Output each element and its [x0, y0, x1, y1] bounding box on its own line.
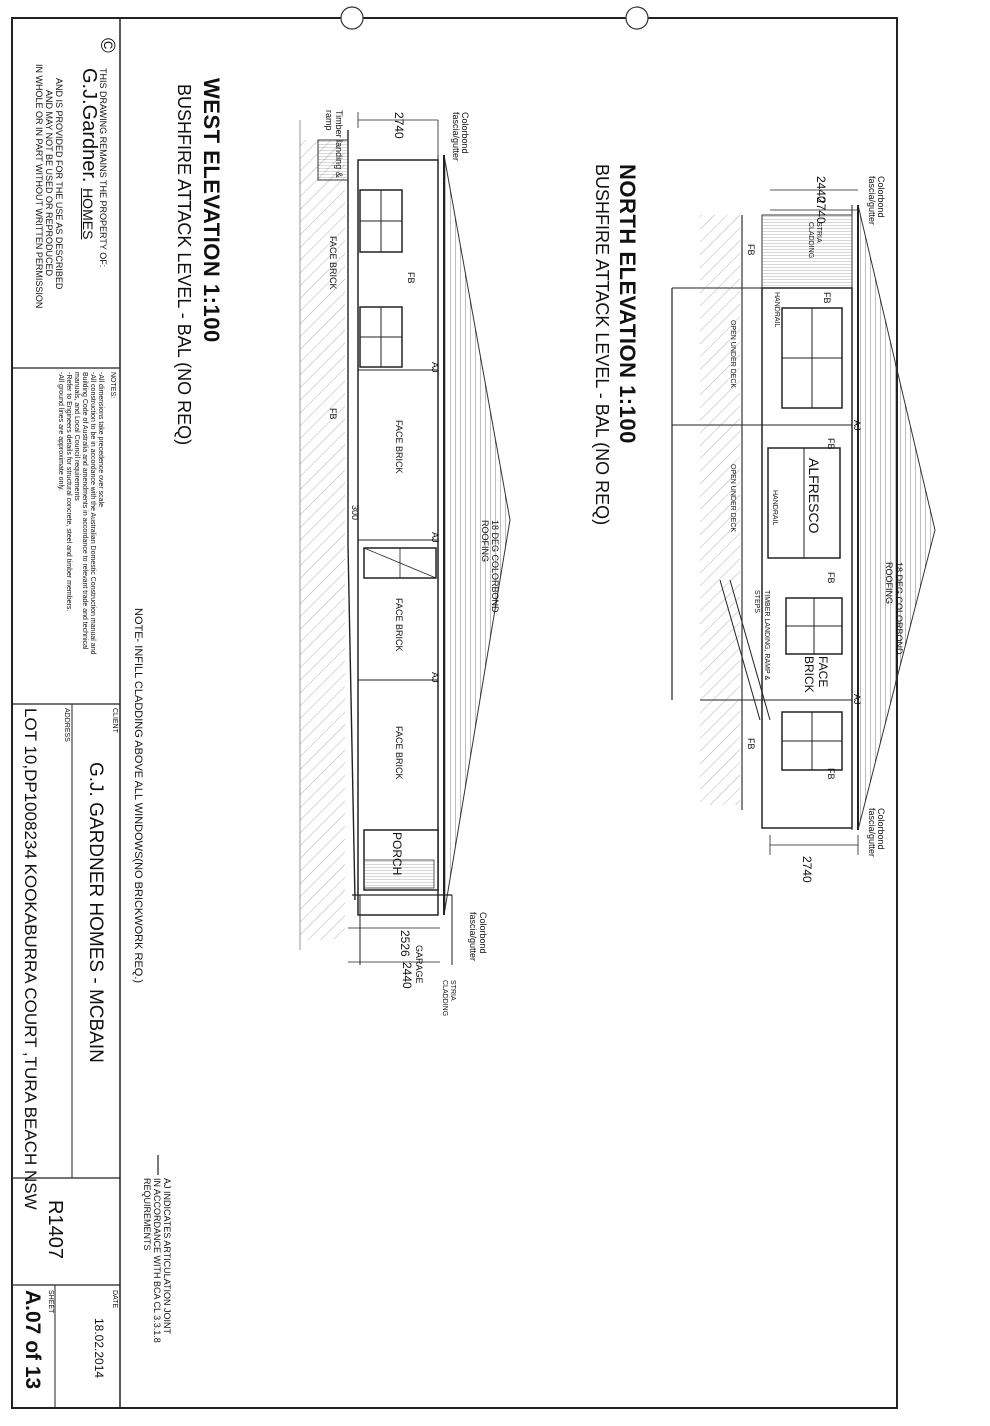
note-item: -Refer to Engineers details for structur… — [65, 372, 72, 612]
north-label-roofing: 18 DEG COLORBOND — [894, 562, 904, 655]
north-label-steps: STEPS — [753, 590, 760, 613]
west-label-fascia: fascia/gutter — [468, 912, 478, 962]
aj-legend-line1: AJ INDICATES ARTICULATION JOINT — [162, 1178, 172, 1335]
notes-heading: NOTES: — [109, 372, 116, 399]
ownership-line2: AND IS PROVIDED FOR THE USE AS DESCRIBED — [54, 78, 64, 290]
north-label-colorbond: Colorbond — [876, 808, 886, 850]
west-label-aj: AJ — [430, 532, 440, 543]
sheet-label: SHEET — [47, 1290, 54, 1314]
client-name: G.J. GARDNER HOMES - MCBAIN — [85, 762, 106, 1063]
job-number: R1407 — [44, 1200, 66, 1259]
aj-legend-line2: IN ACCORDANCE WITH BCA CL 3.3.1.8 — [152, 1178, 162, 1343]
brand-logo: G.J.Gardner. HOMES — [77, 68, 100, 239]
west-dim-2440: 2440 — [400, 962, 414, 989]
north-dim-2740: 2740 — [800, 856, 814, 883]
brand-suffix: HOMES — [80, 188, 96, 240]
west-label-ramp: ramp — [324, 110, 334, 131]
north-dim-2740: 2740 — [814, 197, 828, 224]
west-dim-300: 300 — [350, 505, 360, 521]
north-label-open-under-deck: OPEN UNDER DECK — [729, 464, 736, 533]
north-label-aj: AJ — [852, 694, 862, 705]
address-label: ADDRESS — [63, 708, 70, 742]
north-label-fascia: fascia/gutter — [867, 176, 877, 226]
date-label: DATE — [111, 1290, 118, 1309]
north-label-handrail: HANDRAIL — [771, 490, 778, 526]
note-item: -All construction to be in accordance wi… — [89, 372, 96, 655]
west-elevation-title: WEST ELEVATION 1:100 — [199, 78, 224, 343]
ownership-line3: AND MAY NOT BE USED OR REPRODUCED — [44, 90, 54, 277]
west-label-roofing: 18 DEG COLORBOND — [490, 520, 500, 613]
west-label-aj: AJ — [430, 672, 440, 683]
west-label-aj: AJ — [430, 362, 440, 373]
infill-cladding-note: NOTE- INFILL CLADDING ABOVE ALL WINDOWS(… — [132, 608, 144, 984]
north-label-fb: FB — [746, 244, 756, 256]
date-value: 18.02.2014 — [92, 1318, 106, 1379]
north-label-alfresco: ALFRESCO — [806, 458, 822, 534]
client-label: CLIENT — [111, 708, 118, 733]
north-label-fb: FB — [826, 572, 836, 584]
north-elevation-title: NORTH ELEVATION 1:100 — [615, 164, 640, 444]
north-label-cladding: CLADDING — [807, 222, 814, 259]
sheet-number: A.07 of 13 — [21, 1290, 44, 1390]
west-label-face-brick: FACE BRICK — [328, 236, 338, 290]
north-label-fb: FB — [822, 292, 832, 304]
north-label-fascia: fascia/gutter — [867, 808, 877, 858]
north-label-face: FACE — [816, 656, 830, 688]
aj-legend-line3: REQUIREMENTS — [142, 1178, 152, 1251]
north-label-handrail: HANDRAIL — [773, 292, 780, 328]
west-label-face-brick: FACE BRICK — [394, 726, 404, 780]
west-label-colorbond: Colorbond — [460, 112, 470, 154]
west-label-garage: GARAGE — [414, 945, 424, 984]
west-dim-2740: 2740 — [392, 112, 406, 139]
north-label-fb: FB — [826, 438, 836, 450]
west-label-fascia: fascia/gutter — [451, 112, 461, 162]
copyright-icon: © — [96, 38, 118, 53]
note-item: -All ground lines are approximate only. — [57, 372, 64, 491]
north-label-open-under-deck: OPEN UNDER DECK — [729, 320, 736, 389]
north-label-roofing: ROOFING — [884, 562, 894, 604]
west-elevation-subtitle: BUSHFIRE ATTACK LEVEL - BAL (NO REQ) — [174, 84, 194, 446]
north-label-fb: FB — [746, 738, 756, 750]
west-label-face-brick: FACE BRICK — [394, 598, 404, 652]
brand-name: G.J.Gardner. — [78, 68, 100, 183]
west-label-face-brick: FACE BRICK — [394, 420, 404, 474]
note-item: Building Code of Australia and amendment… — [81, 372, 88, 650]
west-label-fb: FB — [406, 272, 416, 284]
note-item: -All dimensions take precedence over sca… — [97, 372, 104, 508]
west-label-fb: FB — [328, 408, 338, 420]
address-value: LOT 10,DP1008234 KOOKABURRA COURT ,TURA … — [21, 708, 40, 1210]
north-label-fb: FB — [826, 768, 836, 780]
note-item: manuals, and Local Council requirements — [73, 372, 80, 501]
west-label-timber-landing: Timber landing & — [334, 110, 344, 178]
west-dim-2526: 2526 — [398, 930, 412, 957]
north-label-stria: STRIA — [815, 222, 822, 243]
ownership-line4: IN WHOLE OR IN PART WITHOUT WRITTEN PERM… — [34, 64, 44, 309]
west-label-colorbond: Colorbond — [478, 912, 488, 954]
west-label-porch: PORCH — [390, 832, 404, 876]
north-elevation-subtitle: BUSHFIRE ATTACK LEVEL - BAL (NO REQ) — [592, 164, 612, 526]
north-label-brick: BRICK — [802, 656, 816, 693]
north-label-aj: AJ — [852, 420, 862, 431]
west-label-roofing: ROOFING — [480, 520, 490, 562]
north-label-timber-landing: TIMBER LANDING, RAMP & — [763, 590, 770, 681]
west-label-stria: STRIA — [449, 980, 456, 1001]
north-label-colorbond: Colorbond — [876, 176, 886, 218]
west-label-cladding: CLADDING — [441, 980, 448, 1017]
